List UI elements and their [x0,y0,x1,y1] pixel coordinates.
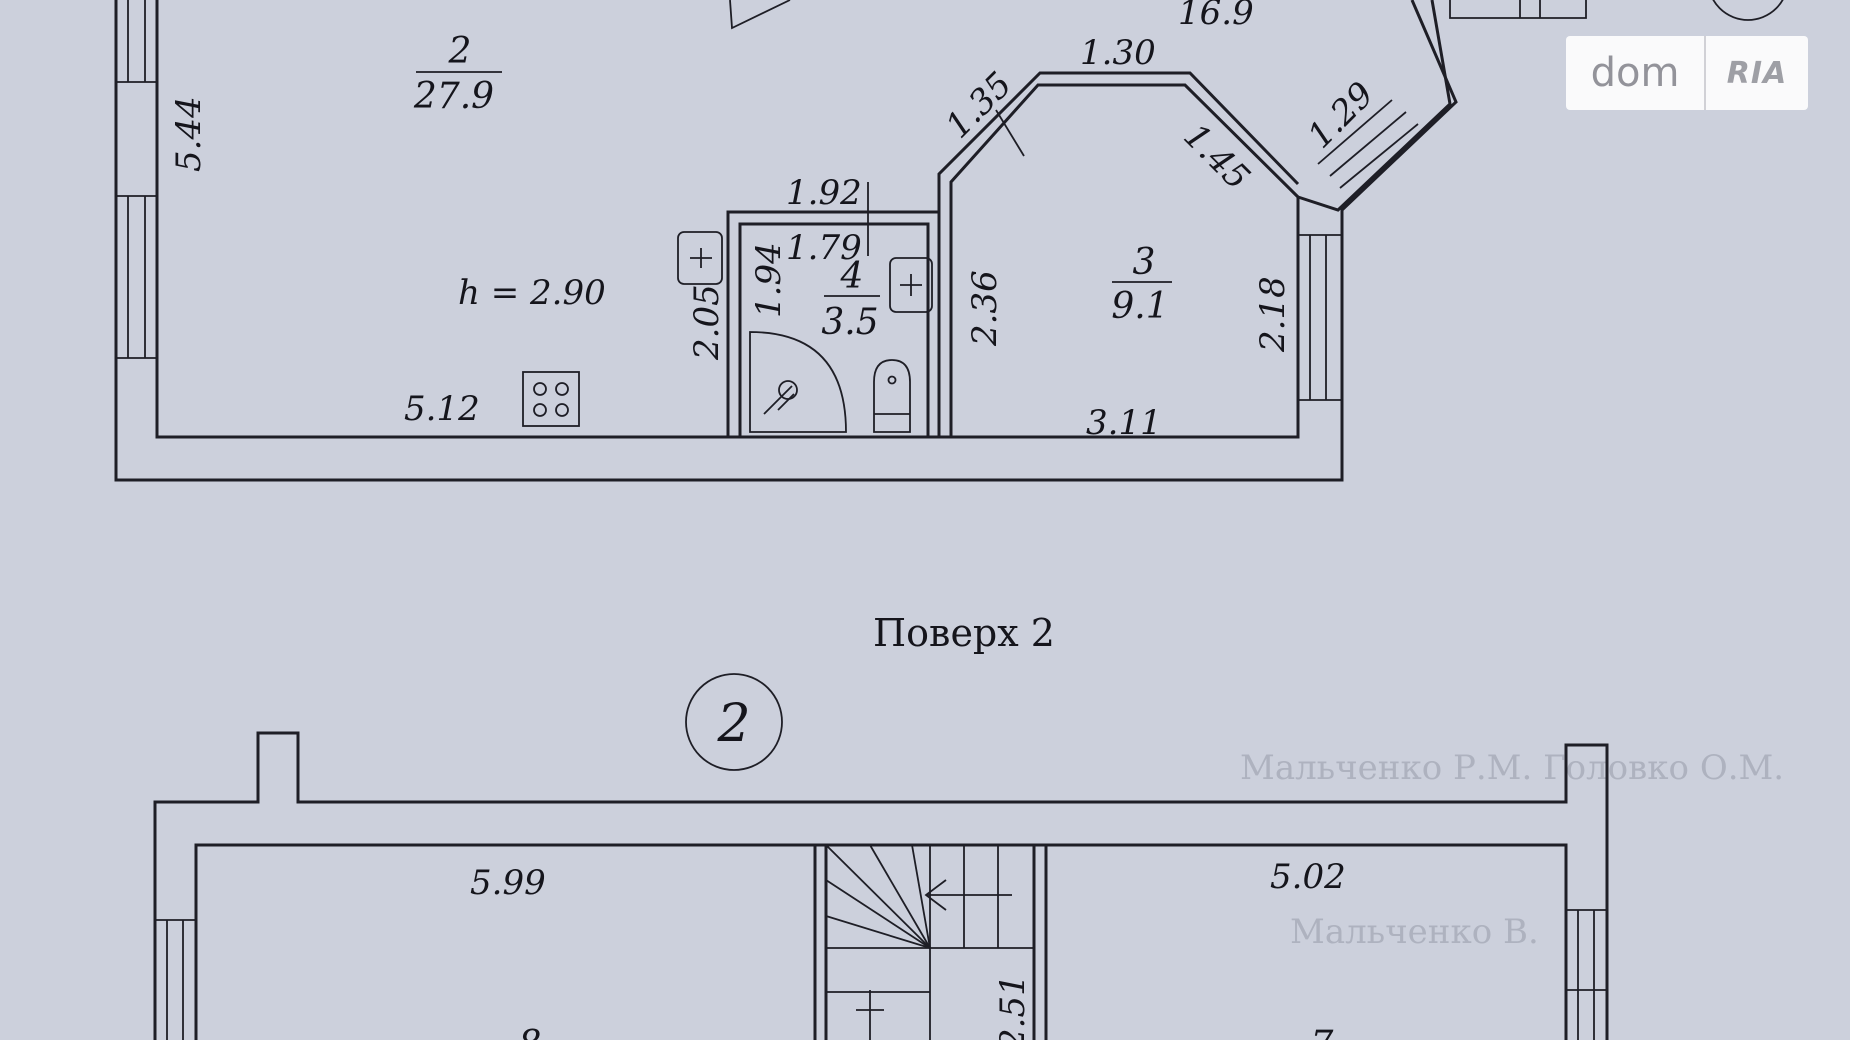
dim-1-79: 1.79 [786,228,862,268]
floor2-labels-top: Поверх 2 2 [685,611,1055,771]
dim-5-12: 5.12 [404,389,480,429]
room-3-number: 3 [1133,242,1156,283]
dim-1-94: 1.94 [749,242,789,318]
partial-area-top: 16.9 [1178,0,1254,33]
dim-5-44: 5.44 [169,96,209,172]
room-4-number: 4 [840,256,864,297]
dim-5-02: 5.02 [1270,857,1346,897]
bleed-through-text-2: Мальченко В. [1290,912,1539,952]
room-4-area: 3.5 [821,302,878,343]
room-2-area: 27.9 [413,76,494,117]
room-2-number: 2 [448,31,472,72]
room-3-area: 9.1 [1111,286,1168,327]
floor1-walls [114,0,1784,482]
room-7-number-partial: 7 [1311,1024,1334,1040]
floor-2-title: Поверх 2 [873,611,1055,655]
floor1-labels: 16.9 2 27.9 3 9.1 4 3.5 h = 2.90 5.44 5.… [169,0,1382,443]
ceiling-height: h = 2.90 [458,273,606,313]
dim-2-36: 2.36 [965,270,1005,347]
watermark-brand-left: dom [1566,36,1706,110]
dim-1-92: 1.92 [786,173,862,213]
dim-5-99: 5.99 [470,863,546,903]
room-8-number-partial: 8 [519,1024,542,1040]
bathroom-sink-icon [889,257,933,313]
floor-2-circle [685,673,783,771]
dim-1-30: 1.30 [1080,33,1156,73]
floor-2-circle-number: 2 [716,694,750,754]
domria-watermark: dom RIA [1566,36,1808,110]
sink-icon [677,231,723,285]
floor2-dimensions: 5.99 5.02 2.51 8 7 [470,857,1346,1040]
dim-1-35-tick [995,109,1025,157]
dim-3-11: 3.11 [1086,403,1162,443]
watermark-brand-right: RIA [1726,55,1788,91]
floor1-fixtures [522,231,933,433]
toilet-icon [873,359,911,433]
floor2-walls [153,731,1609,1040]
dim-2-18: 2.18 [1253,276,1293,353]
stove-icon [522,371,580,427]
dim-2-05: 2.05 [687,284,727,361]
staircase [825,844,1034,1040]
shower-icon [749,331,847,433]
dim-2-51: 2.51 [993,974,1033,1040]
bleed-through-text-1: Мальченко Р.М. Головко О.М. [1240,748,1785,788]
